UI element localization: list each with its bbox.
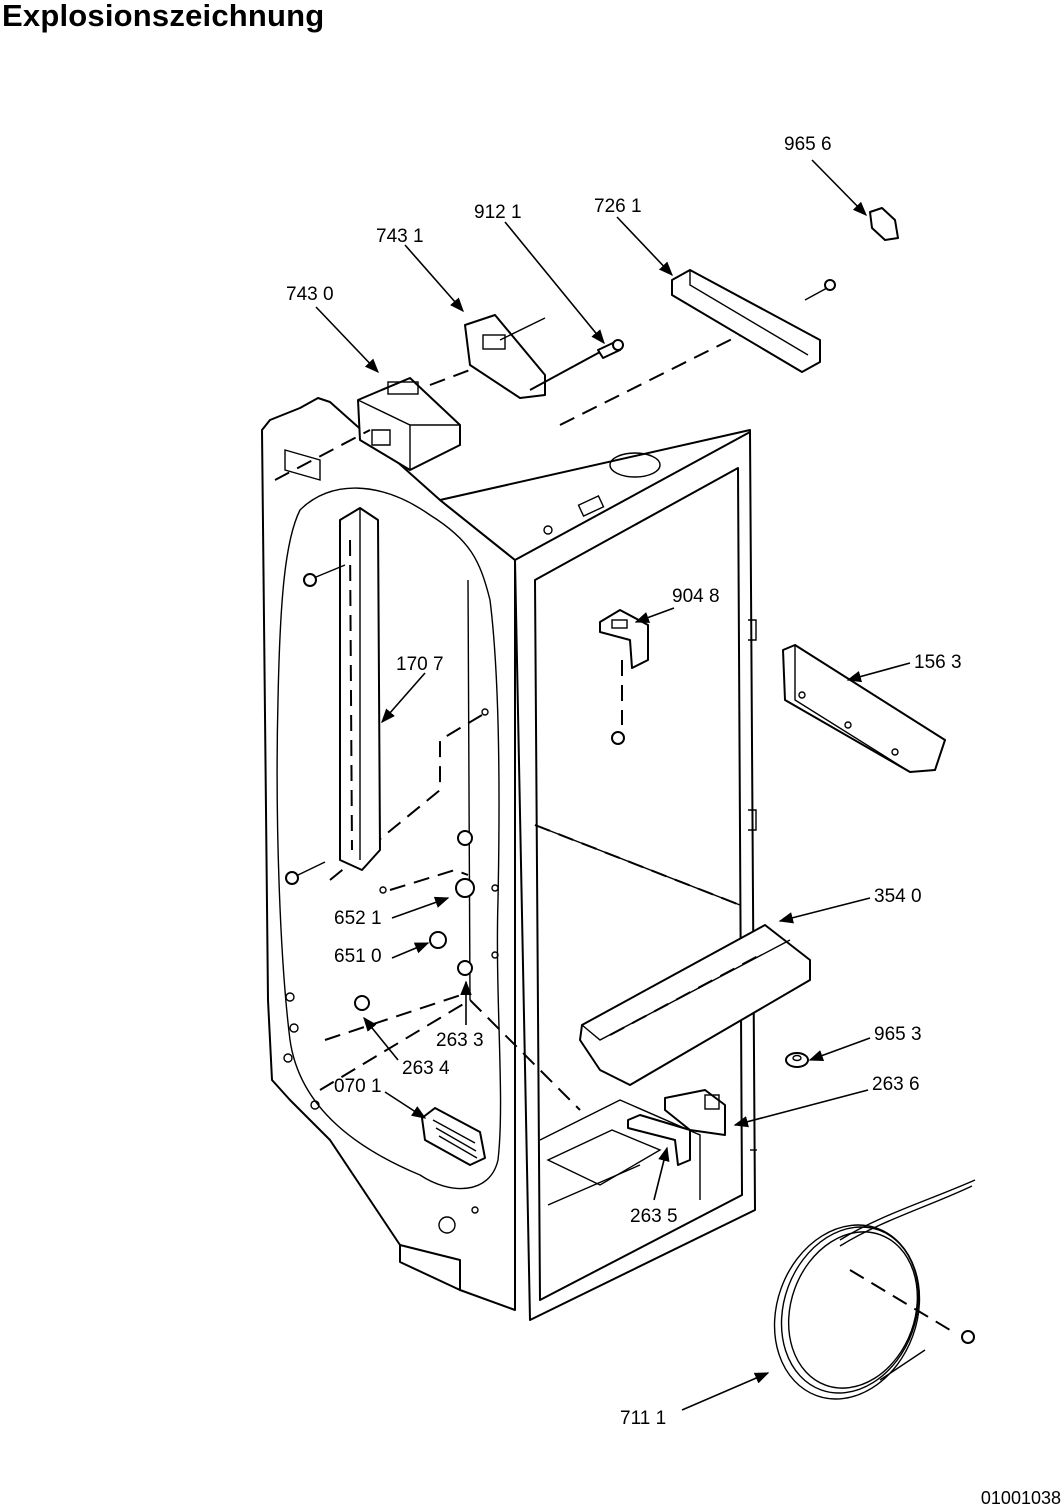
bracket-263-6 xyxy=(664,1089,726,1136)
callout-263-4: 263 4 xyxy=(402,1058,450,1079)
callout-904-8: 904 8 xyxy=(672,586,720,607)
callout-354-0: 354 0 xyxy=(874,886,922,907)
document-number: 01001038 xyxy=(980,1488,1061,1508)
callout-labels: 965 6 912 1 726 1 743 1 743 0 904 8 156 … xyxy=(286,134,962,1429)
control-housing-743-0 xyxy=(274,367,476,481)
coiled-tube-711-1 xyxy=(773,1179,976,1400)
callout-743-0: 743 0 xyxy=(286,284,334,305)
bracket-743-1 xyxy=(464,314,546,399)
callout-965-6: 965 6 xyxy=(784,134,832,155)
small-fittings xyxy=(354,708,499,1011)
callout-263-6: 263 6 xyxy=(872,1074,920,1095)
grommet-965-3 xyxy=(785,1052,809,1068)
callout-652-1: 652 1 xyxy=(334,908,382,929)
clip-965-6 xyxy=(869,207,899,241)
callout-170-7: 170 7 xyxy=(396,654,444,675)
channel-170-7 xyxy=(285,507,381,885)
callout-965-3: 965 3 xyxy=(874,1024,922,1045)
callout-070-1: 070 1 xyxy=(334,1076,382,1097)
screw-912-1 xyxy=(529,339,624,391)
crossbar-354-0 xyxy=(579,924,811,1086)
callout-156-3: 156 3 xyxy=(914,652,962,673)
callout-743-1: 743 1 xyxy=(376,226,424,247)
bracket-904-8 xyxy=(599,609,649,745)
callout-651-0: 651 0 xyxy=(334,946,382,967)
vent-grille-070-1 xyxy=(421,1107,486,1166)
cabinet-liner xyxy=(261,397,757,1321)
callout-263-5: 263 5 xyxy=(630,1206,678,1227)
bracket-263-5 xyxy=(627,1114,691,1166)
rail-156-3 xyxy=(782,644,946,773)
drawing-title: Explosionszeichnung xyxy=(2,0,325,33)
callout-arrows xyxy=(315,159,911,1411)
callout-711-1: 711 1 xyxy=(620,1408,666,1429)
callout-912-1: 912 1 xyxy=(474,202,522,223)
callout-726-1: 726 1 xyxy=(594,196,642,217)
rail-726-1 xyxy=(559,269,836,426)
callout-263-3: 263 3 xyxy=(436,1030,484,1051)
